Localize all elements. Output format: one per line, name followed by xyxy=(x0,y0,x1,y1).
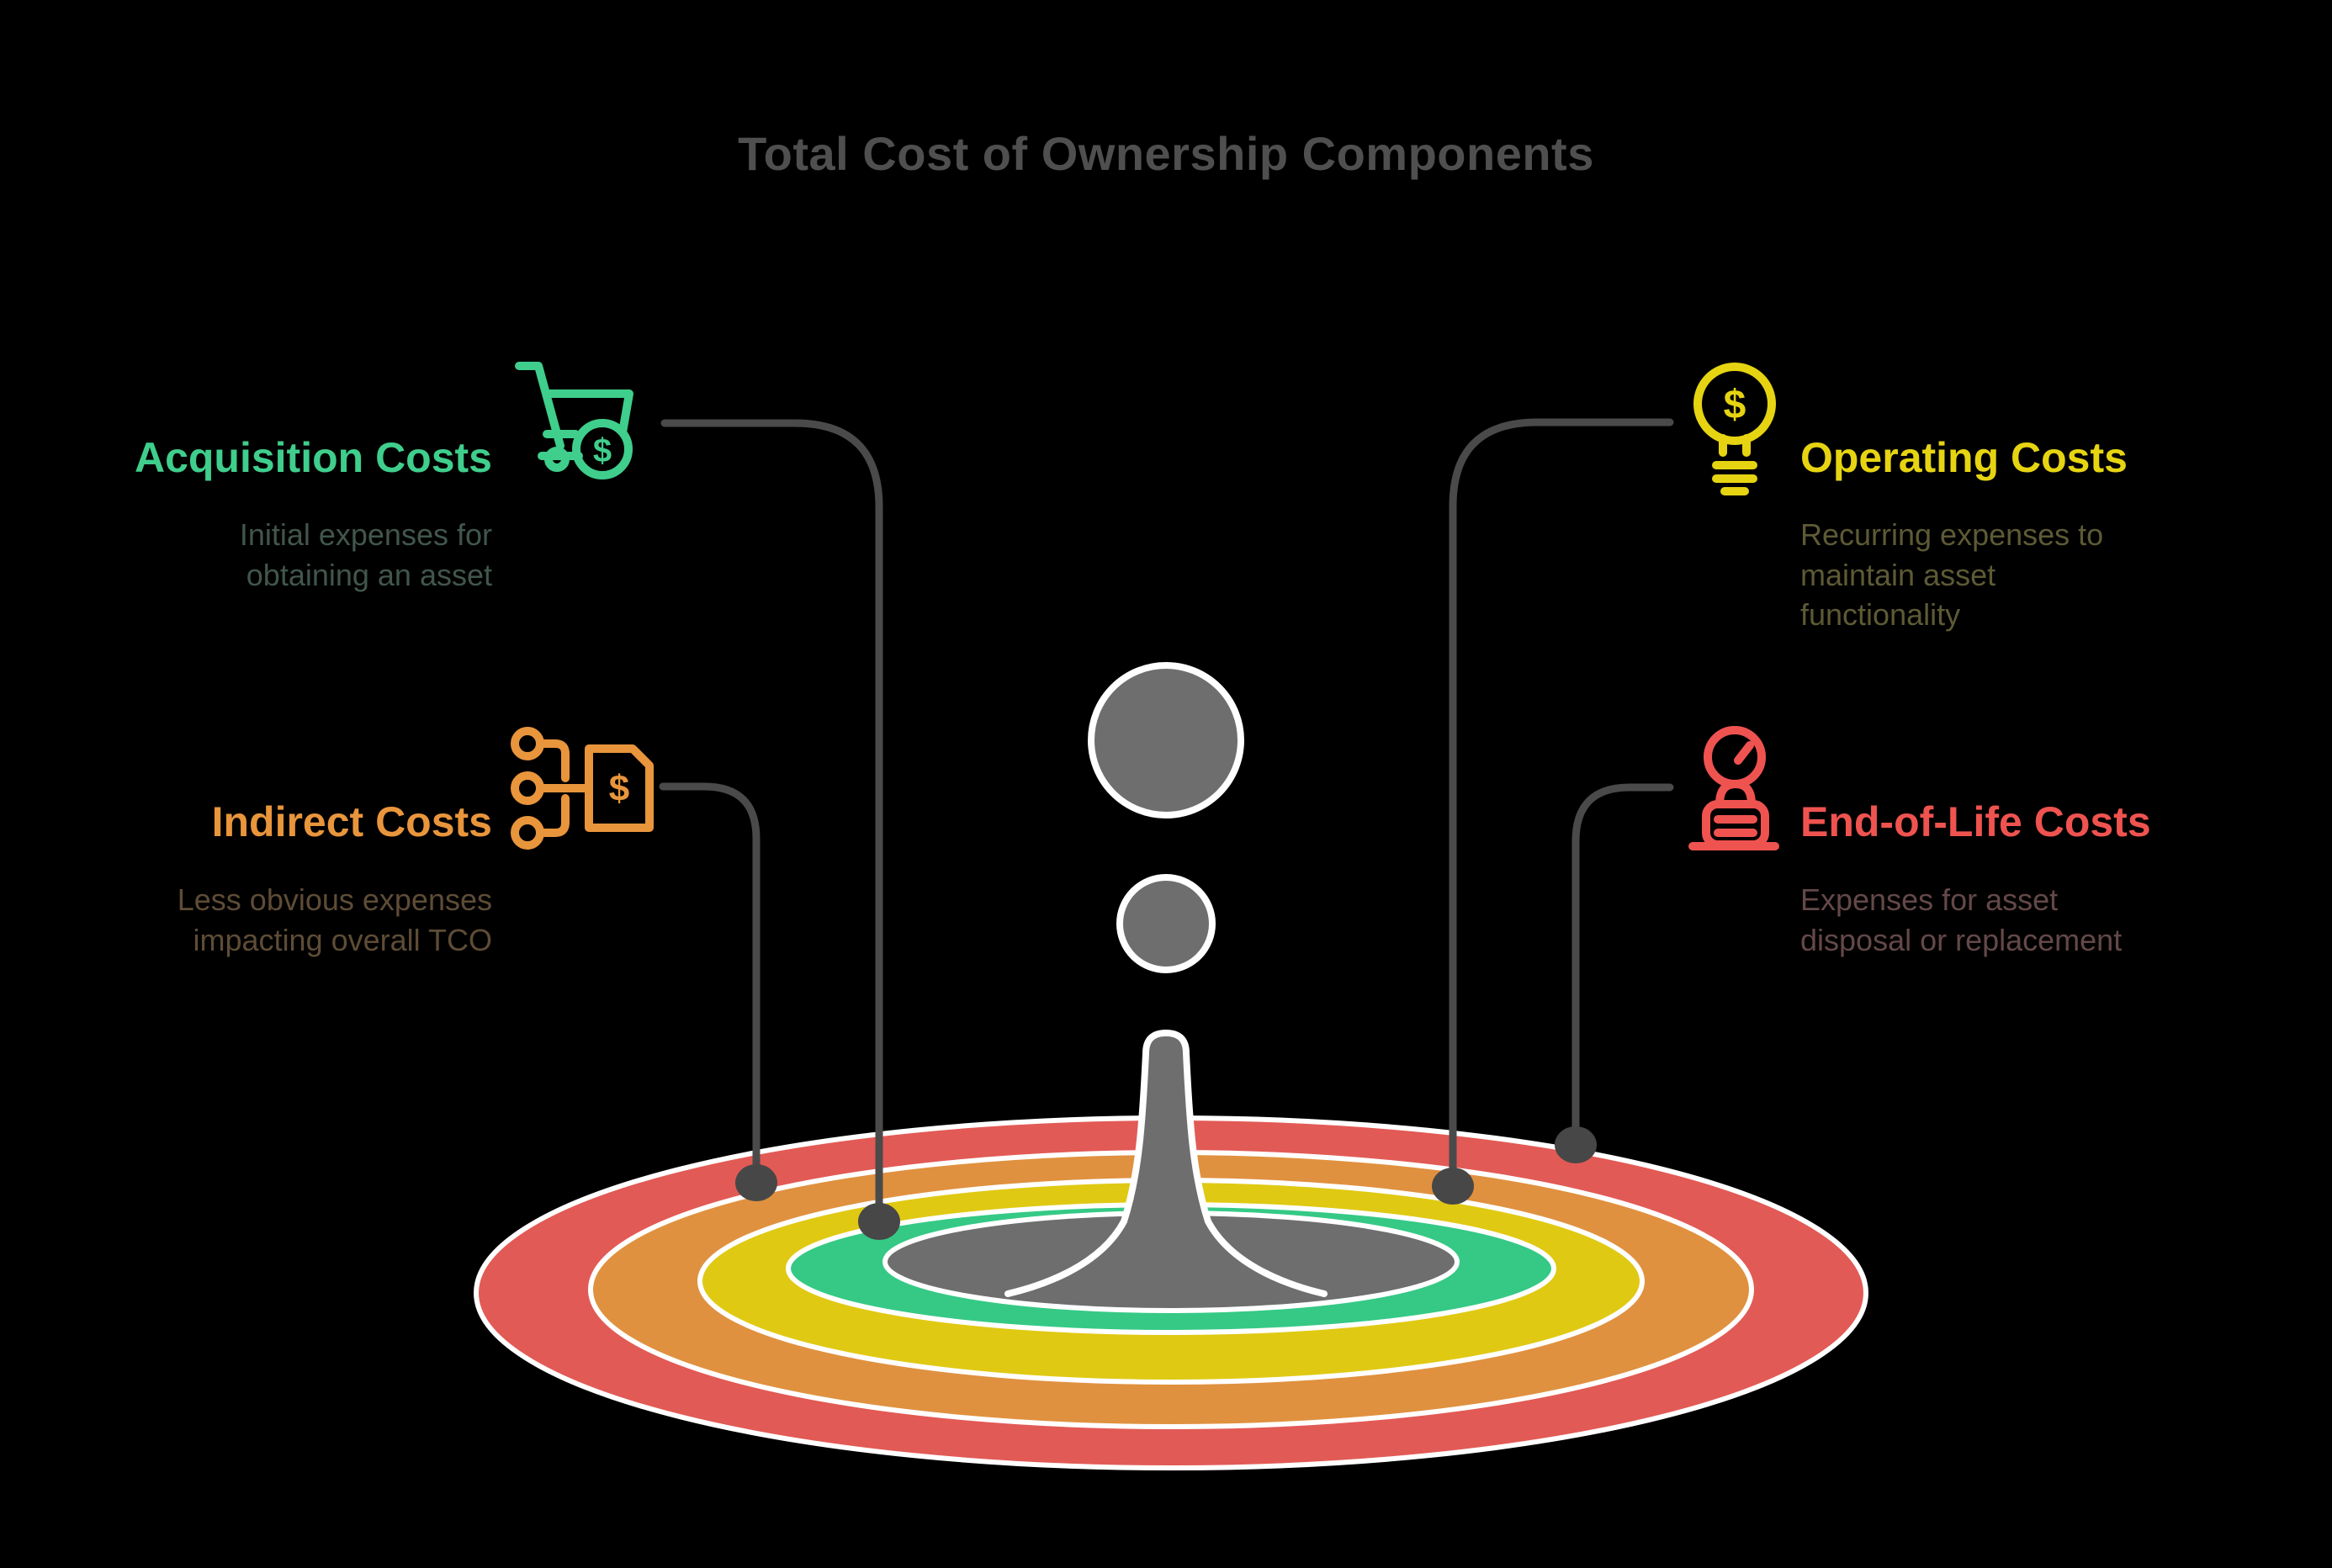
operating-costs-heading: Operating Costs xyxy=(1800,434,2128,481)
network-price-tag-icon: $ xyxy=(511,727,654,850)
page-title: Total Cost of Ownership Components xyxy=(738,127,1594,180)
splash-column xyxy=(1004,1029,1328,1300)
connector-indirect xyxy=(659,782,761,1170)
connector-end-of-life xyxy=(1571,783,1674,1132)
acquisition-costs-heading: Acquisition Costs xyxy=(134,434,492,481)
droplet-large xyxy=(1088,662,1244,818)
connector-acquisition xyxy=(660,419,883,1209)
connector-dots xyxy=(735,1126,1597,1240)
end-of-life-costs-heading: End-of-Life Costs xyxy=(1800,798,2151,845)
dot-end-of-life xyxy=(1555,1126,1597,1163)
dot-acquisition xyxy=(858,1203,900,1240)
droplet-small xyxy=(1116,874,1216,973)
acquisition-costs-description: Initial expenses for obtaining an asset xyxy=(34,515,492,595)
tag-dollar-sign: $ xyxy=(609,768,629,809)
gauge-disposal-icon xyxy=(1688,726,1779,850)
indirect-costs-description-text: Less obvious expenses impacting overall … xyxy=(177,882,492,957)
indirect-costs-heading: Indirect Costs xyxy=(211,798,492,845)
dot-indirect xyxy=(735,1164,777,1201)
bulb-dollar-sign: $ xyxy=(1724,383,1746,427)
operating-costs-description: Recurring expenses to maintain asset fun… xyxy=(1800,517,2104,633)
connector-operating xyxy=(1449,418,1674,1173)
cart-dollar-sign: $ xyxy=(593,432,612,469)
acquisition-costs-description-text: Initial expenses for obtaining an asset xyxy=(239,517,492,592)
dot-operating xyxy=(1432,1168,1474,1205)
end-of-life-costs-description: Expenses for asset disposal or replaceme… xyxy=(1800,882,2123,957)
splash-column-outline xyxy=(1004,1029,1328,1297)
indirect-costs-description: Less obvious expenses impacting overall … xyxy=(34,880,492,960)
lightbulb-dollar-icon: $ xyxy=(1693,363,1776,495)
shopping-cart-dollar-icon: $ xyxy=(515,362,633,479)
splash-column-fill xyxy=(1011,1035,1321,1300)
connectors xyxy=(659,418,1674,1209)
